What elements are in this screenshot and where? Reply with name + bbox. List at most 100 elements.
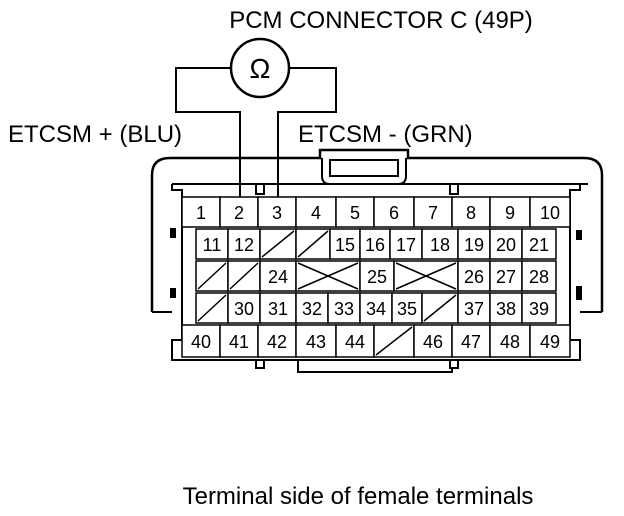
terminal-number: 25 <box>367 267 387 287</box>
empty-slot-mark <box>423 294 457 322</box>
terminal-cell: 20 <box>489 228 523 260</box>
terminal-number: 7 <box>428 203 438 223</box>
terminal-number: 4 <box>311 203 321 223</box>
terminal-number: 1 <box>196 203 206 223</box>
empty-terminal-cell <box>259 228 297 260</box>
terminal-number: 38 <box>496 299 516 319</box>
etcsm-minus-label: ETCSM - (GRN) <box>298 121 473 148</box>
terminal-cell: 26 <box>457 260 491 292</box>
terminal-cell: 1 <box>181 196 221 228</box>
terminal-box <box>259 292 297 324</box>
terminal-box <box>295 324 337 358</box>
terminal-number: 48 <box>500 332 520 352</box>
terminal-number: 18 <box>430 235 450 255</box>
terminal-box <box>329 228 361 260</box>
terminal-number: 31 <box>268 299 288 319</box>
terminal-cell: 3 <box>257 196 297 228</box>
terminal-number: 32 <box>302 299 322 319</box>
terminal-cell: 41 <box>219 324 259 358</box>
empty-terminal-cell <box>295 228 331 260</box>
terminal-cell: 40 <box>181 324 221 358</box>
terminal-box <box>227 228 261 260</box>
terminal-number: 35 <box>397 299 417 319</box>
empty-slot-mark <box>297 230 329 258</box>
terminal-number: 30 <box>234 299 254 319</box>
terminal-number: 17 <box>396 235 416 255</box>
terminal-cell: 34 <box>359 292 393 324</box>
terminal-box <box>489 196 531 228</box>
terminal-number: 2 <box>234 203 244 223</box>
terminal-cell: 6 <box>373 196 415 228</box>
terminal-cell: 32 <box>295 292 329 324</box>
terminal-cell: 19 <box>457 228 491 260</box>
terminal-number: 19 <box>464 235 484 255</box>
terminal-number: 5 <box>350 203 360 223</box>
ohmmeter-leads <box>175 67 337 197</box>
empty-terminal-cell <box>421 292 459 324</box>
terminal-cell: 44 <box>335 324 375 358</box>
terminal-cell: 39 <box>521 292 557 324</box>
terminal-cell: 4 <box>295 196 337 228</box>
terminal-box <box>413 324 453 358</box>
blocked-terminal-cell <box>393 260 459 292</box>
terminal-cell: 12 <box>227 228 261 260</box>
terminal-cell: 21 <box>521 228 557 260</box>
terminal-number: 16 <box>365 235 385 255</box>
terminal-box <box>335 324 375 358</box>
terminal-number: 39 <box>529 299 549 319</box>
terminal-box <box>529 324 571 358</box>
terminal-cell: 48 <box>489 324 531 358</box>
terminal-cell: 7 <box>413 196 453 228</box>
terminal-box <box>359 260 395 292</box>
empty-terminal-cell <box>195 292 229 324</box>
empty-slot-mark <box>229 262 259 290</box>
terminal-number: 44 <box>345 332 365 352</box>
terminal-number: 40 <box>191 332 211 352</box>
terminal-number: 27 <box>496 267 516 287</box>
terminal-number: 11 <box>203 235 222 255</box>
etcsm-plus-label: ETCSM + (BLU) <box>8 121 182 148</box>
connector-housing <box>150 148 604 373</box>
terminal-box <box>489 228 523 260</box>
terminal-box <box>457 292 491 324</box>
terminal-number: 3 <box>272 203 282 223</box>
terminal-cell: 15 <box>329 228 361 260</box>
terminal-number: 33 <box>334 299 354 319</box>
terminal-cell: 2 <box>219 196 259 228</box>
left-marker-bottom <box>170 288 176 298</box>
housing-bottom-key <box>297 360 453 373</box>
terminal-number: 24 <box>268 267 288 287</box>
blocked-slot-mark <box>297 262 359 290</box>
housing-lock-tab <box>329 159 399 177</box>
terminal-cell: 11 <box>195 228 229 260</box>
empty-terminal-cell <box>227 260 261 292</box>
terminal-cell: 31 <box>259 292 297 324</box>
terminal-box <box>457 228 491 260</box>
ohmmeter-icon: Ω <box>229 37 291 99</box>
terminal-cell: 25 <box>359 260 395 292</box>
empty-slot-mark <box>375 326 413 356</box>
terminal-cell: 17 <box>389 228 423 260</box>
terminal-number: 26 <box>464 267 484 287</box>
empty-slot-mark <box>261 230 295 258</box>
ohm-symbol: Ω <box>250 53 271 84</box>
terminal-cell: 30 <box>227 292 261 324</box>
terminal-cell: 33 <box>327 292 361 324</box>
terminal-cell: 43 <box>295 324 337 358</box>
terminal-number: 9 <box>505 203 515 223</box>
connector-title: PCM CONNECTOR C (49P) <box>229 7 533 34</box>
terminal-box <box>489 260 523 292</box>
terminal-number: 34 <box>366 299 386 319</box>
terminal-box <box>489 324 531 358</box>
terminal-number: 37 <box>464 299 484 319</box>
terminal-cell: 35 <box>391 292 423 324</box>
positive-lead-wire <box>175 67 241 197</box>
housing-top-notch-right <box>449 183 459 195</box>
terminal-box <box>521 228 557 260</box>
housing-bottom-notch-left <box>255 359 265 369</box>
terminal-cell: 47 <box>451 324 491 358</box>
terminal-box <box>413 196 453 228</box>
terminal-box <box>457 260 491 292</box>
left-marker-top <box>170 228 176 238</box>
